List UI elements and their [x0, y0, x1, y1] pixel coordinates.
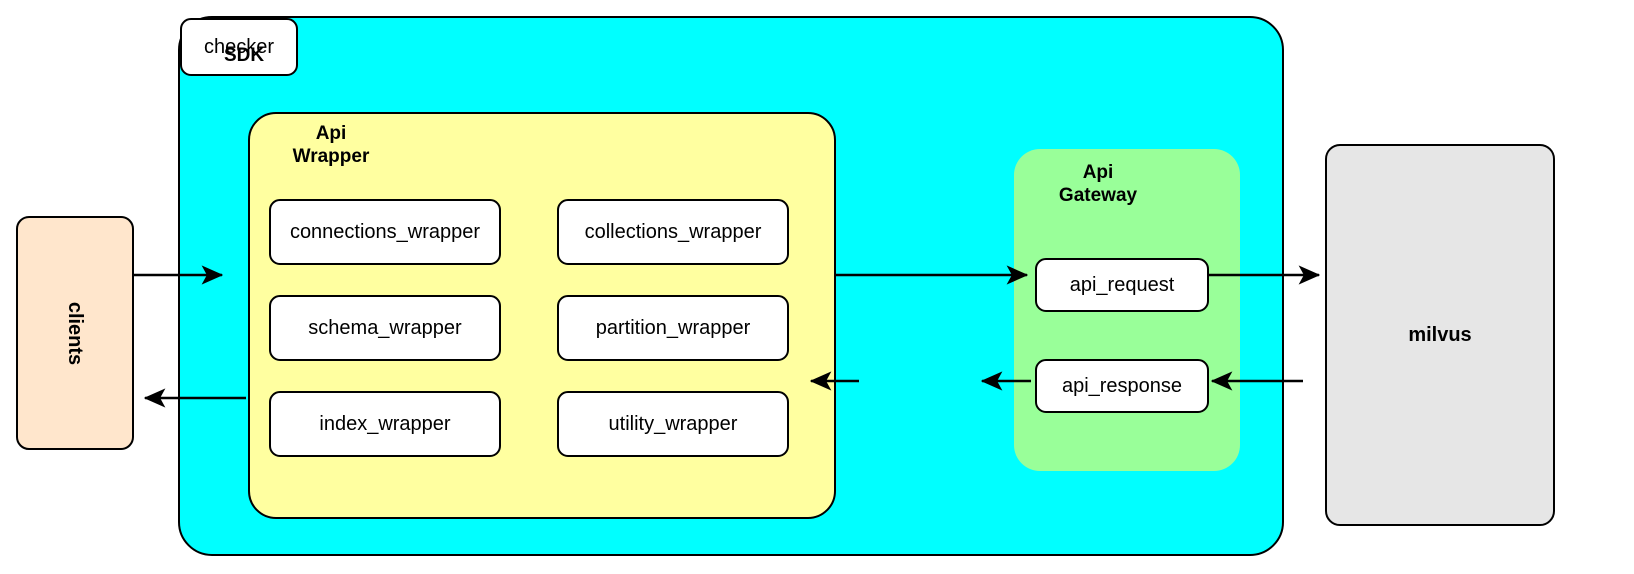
schema-wrapper-node[interactable]: schema_wrapper — [269, 295, 501, 361]
api-wrapper-container[interactable]: Api Wrapper connections_wrapper collecti… — [248, 112, 836, 519]
index-wrapper-node[interactable]: index_wrapper — [269, 391, 501, 457]
sdk-container[interactable]: SDK Api Wrapper connections_wrapper coll… — [178, 16, 1284, 556]
collections-wrapper-node[interactable]: collections_wrapper — [557, 199, 789, 265]
api-wrapper-title: Api Wrapper — [292, 123, 370, 168]
api-gateway-container[interactable]: Api Gateway api_request api_response — [1014, 149, 1240, 471]
clients-label: clients — [64, 301, 87, 365]
utility-wrapper-node[interactable]: utility_wrapper — [557, 391, 789, 457]
clients-node[interactable]: clients — [16, 216, 134, 450]
api-response-node[interactable]: api_response — [1035, 359, 1209, 413]
api-request-node[interactable]: api_request — [1035, 258, 1209, 312]
connections-wrapper-node[interactable]: connections_wrapper — [269, 199, 501, 265]
sdk-title: SDK — [224, 45, 265, 66]
milvus-node[interactable]: milvus — [1325, 144, 1555, 526]
api-gateway-title: Api Gateway — [1058, 162, 1138, 207]
checker-node[interactable]: checker — [180, 18, 298, 76]
partition-wrapper-node[interactable]: partition_wrapper — [557, 295, 789, 361]
